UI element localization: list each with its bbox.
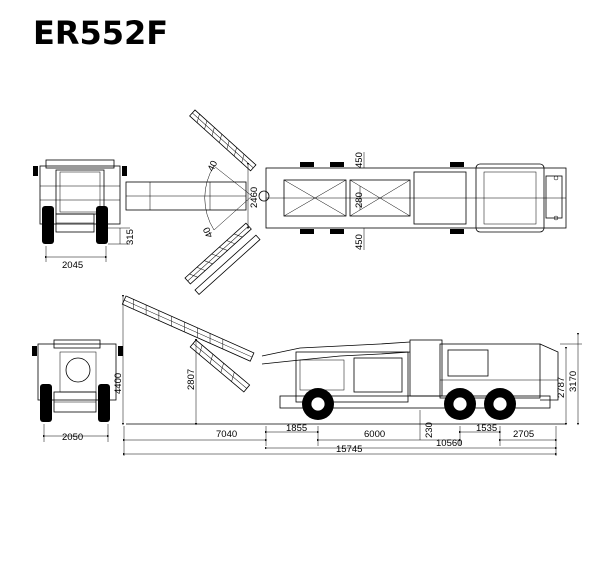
top-offset-bottom: 450 [354,234,365,250]
boom-angle-upper: 40 [206,159,220,173]
model-title: ER552F [33,14,169,52]
front-overhang-dim: 1855 [286,423,307,434]
boom-swing-view [125,109,270,296]
front-view [33,159,130,262]
front-width-dim: 2045 [62,260,83,271]
boom-height-dim: 2807 [186,369,197,390]
rear-overhang-dim: 2705 [513,429,534,440]
rear-reach-height-dim: 4400 [113,373,124,394]
rear-width-dim: 2050 [62,432,83,443]
front-reach-dim: 7040 [216,429,237,440]
front-ground-clearance-dim: 315 [125,229,136,245]
side-view-vehicle [121,295,566,425]
rear-view [32,339,123,442]
total-length-dim: 15745 [336,444,362,455]
top-offset-top: 450 [354,152,365,168]
top-center-dim: 280 [354,192,365,208]
top-view-vehicle [265,162,567,234]
body-length-dim: 10560 [436,438,462,449]
top-width-dim: 2460 [249,187,260,208]
boom-angle-lower: 40 [201,225,215,239]
canopy-height-dim: 2787 [556,377,567,398]
wheelbase-dim: 6000 [364,429,385,440]
side-ground-clearance-dim: 230 [424,422,435,438]
rear-axle-dim: 1535 [476,423,497,434]
cab-height-dim: 3170 [568,371,579,392]
